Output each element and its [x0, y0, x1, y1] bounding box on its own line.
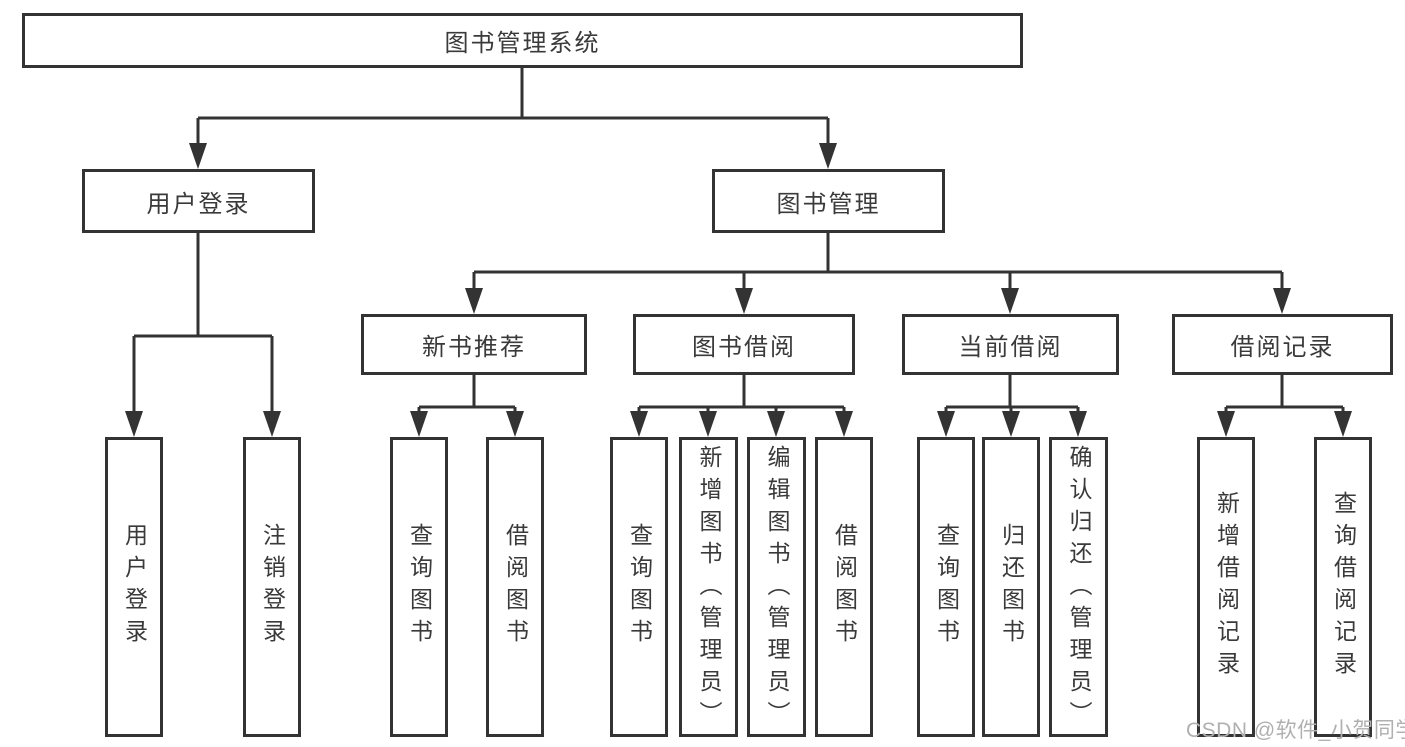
leaf-edit-books-admin: 编辑图书（管理员）	[747, 437, 806, 737]
leaf-label: 归还图书	[998, 523, 1025, 651]
leaf-label: 查询图书	[626, 523, 653, 651]
leaf-confirm-return-admin: 确认归还（管理员）	[1049, 437, 1108, 737]
leaf-label: 借阅图书	[502, 523, 529, 651]
node-user-login: 用户登录	[82, 169, 315, 233]
node-borrow-records: 借阅记录	[1172, 314, 1393, 375]
leaf-return-books: 归还图书	[982, 437, 1040, 737]
leaf-label: 查询借阅记录	[1330, 491, 1357, 683]
leaf-label: 用户登录	[121, 523, 148, 651]
leaf-add-books-admin: 新增图书（管理员）	[679, 437, 738, 737]
leaf-label: 新增借阅记录	[1213, 491, 1240, 683]
leaf-label: 查询图书	[406, 523, 433, 651]
leaf-query-books-1: 查询图书	[390, 437, 448, 737]
leaf-add-borrow-record: 新增借阅记录	[1197, 437, 1255, 737]
leaf-query-borrow-record: 查询借阅记录	[1314, 437, 1372, 737]
leaf-label: 查询图书	[933, 523, 960, 651]
node-root: 图书管理系统	[22, 13, 1023, 68]
watermark: CSDN @软件_小贺同学	[1186, 719, 1405, 742]
leaf-query-books-3: 查询图书	[917, 437, 975, 737]
leaf-label: 新增图书（管理员）	[696, 445, 722, 733]
leaf-label: 注销登录	[259, 523, 286, 651]
leaf-borrow-books-2: 借阅图书	[815, 437, 873, 737]
node-current-borrow: 当前借阅	[902, 314, 1119, 375]
leaf-label: 编辑图书（管理员）	[764, 445, 790, 733]
leaf-logout: 注销登录	[243, 437, 301, 737]
leaf-borrow-books-1: 借阅图书	[486, 437, 544, 737]
leaf-query-books-2: 查询图书	[610, 437, 668, 737]
node-new-book-recommend: 新书推荐	[361, 314, 587, 375]
leaf-label: 借阅图书	[831, 523, 858, 651]
node-book-management: 图书管理	[712, 169, 945, 233]
arrowheads	[125, 143, 1352, 437]
node-book-borrow: 图书借阅	[633, 314, 855, 375]
leaf-user-login: 用户登录	[105, 437, 163, 737]
leaf-label: 确认归还（管理员）	[1066, 445, 1092, 733]
